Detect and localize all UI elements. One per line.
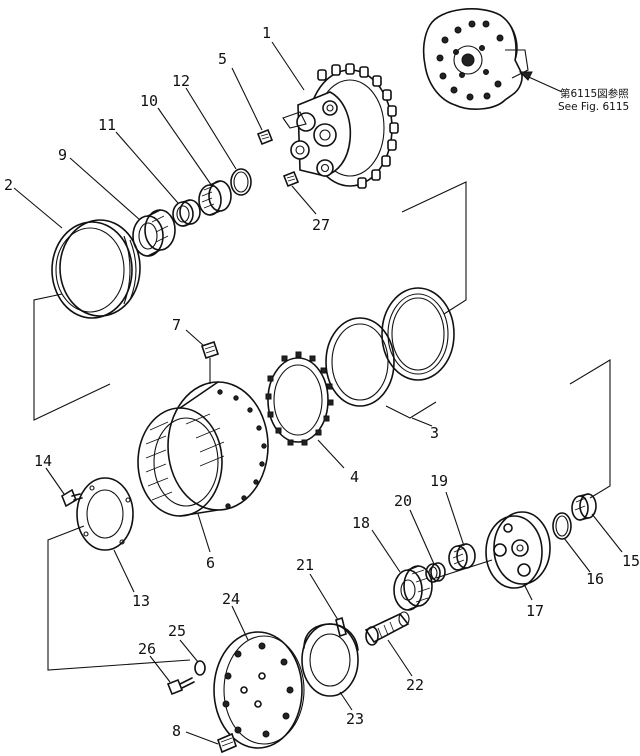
part-2-large-ring [51, 219, 141, 319]
part-7-plug [200, 340, 220, 360]
reference-note-en: See Fig. 6115 [558, 101, 629, 113]
callout-17: 17 [526, 602, 544, 620]
part-11-spacer [172, 199, 201, 227]
part-10-needle-bearing [198, 180, 232, 216]
callout-5: 5 [218, 50, 227, 68]
part-18-planet-gear [393, 565, 433, 611]
callout-3: 3 [430, 424, 439, 442]
part-19-needle-bearing [448, 543, 476, 571]
callout-20: 20 [394, 492, 412, 510]
callout-16: 16 [586, 570, 604, 588]
callout-15: 15 [622, 552, 640, 570]
callout-12: 12 [172, 72, 190, 90]
part-17-planet-carrier [485, 511, 551, 589]
callout-26: 26 [138, 640, 156, 658]
callout-27: 27 [312, 216, 330, 234]
part-25-washer [194, 660, 206, 676]
callout-8: 8 [172, 722, 181, 740]
part-5-bolt [256, 128, 274, 146]
callout-2: 2 [4, 176, 13, 194]
part-15-bearing [571, 493, 597, 521]
part-23-thrust-plate [301, 623, 359, 697]
callout-22: 22 [406, 676, 424, 694]
part-4-toothed-ring [265, 351, 334, 446]
motor-reference-drawing [422, 8, 563, 110]
part-1-sprocket-hub [282, 63, 399, 189]
callout-25: 25 [168, 622, 186, 640]
callout-21: 21 [296, 556, 314, 574]
part-14-bolt [61, 488, 83, 508]
part-13-cover-plate [76, 477, 134, 551]
part-16-snap-ring [552, 512, 572, 540]
part-3-floating-seal [325, 287, 455, 407]
part-27-bolt [282, 170, 300, 188]
part-24-cover [213, 631, 305, 749]
callout-10: 10 [140, 92, 158, 110]
callout-6: 6 [206, 554, 215, 572]
part-8-plug [217, 732, 237, 754]
callout-14: 14 [34, 452, 52, 470]
callout-4: 4 [350, 468, 359, 486]
part-26-bolt [166, 677, 195, 696]
callout-24: 24 [222, 590, 240, 608]
callout-7: 7 [172, 316, 181, 334]
part-6-housing [137, 381, 269, 517]
part-12-ring [230, 168, 252, 196]
part-22-shaft [364, 611, 410, 646]
callout-18: 18 [352, 514, 370, 532]
part-9-roller-bearing [132, 209, 176, 257]
callout-13: 13 [132, 592, 150, 610]
callout-11: 11 [98, 116, 116, 134]
callout-19: 19 [430, 472, 448, 490]
callout-1: 1 [262, 24, 271, 42]
callout-23: 23 [346, 710, 364, 728]
callout-9: 9 [58, 146, 67, 164]
reference-note-jp: 第6115図参照 [560, 87, 629, 100]
